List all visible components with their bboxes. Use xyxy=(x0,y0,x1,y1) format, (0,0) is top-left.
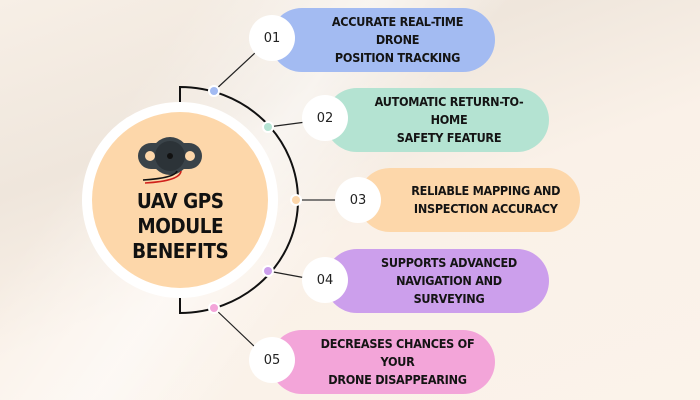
benefit-pill-05: DECREASES CHANCES OF YOUR DRONE DISAPPEA… xyxy=(270,330,495,394)
arc-dot-04 xyxy=(262,265,274,277)
arc-dot-03 xyxy=(290,194,302,206)
benefit-text-04: SUPPORTS ADVANCED NAVIGATION AND SURVEYI… xyxy=(381,255,517,306)
hub-circle: UAV GPS MODULE BENEFITS xyxy=(92,112,268,288)
benefit-number-02: 02 xyxy=(302,95,348,141)
connector-line-05 xyxy=(213,307,257,349)
benefit-number-05: 05 xyxy=(249,337,295,383)
benefit-text-02: AUTOMATIC RETURN-TO-HOME SAFETY FEATURE xyxy=(374,94,524,145)
benefit-number-04: 04 xyxy=(302,257,348,303)
benefit-pill-03: RELIABLE MAPPING AND INSPECTION ACCURACY xyxy=(358,168,580,232)
benefit-text-01: ACCURATE REAL-TIME DRONE POSITION TRACKI… xyxy=(331,14,464,65)
connector-line-04 xyxy=(267,270,307,279)
benefit-number-01: 01 xyxy=(249,15,295,61)
arc-dot-01 xyxy=(208,85,220,97)
hub-title: UAV GPS MODULE BENEFITS xyxy=(131,189,229,263)
benefit-text-05: DECREASES CHANCES OF YOUR DRONE DISAPPEA… xyxy=(320,336,475,387)
gps-module-icon xyxy=(138,137,202,184)
arc-dot-05 xyxy=(208,302,220,314)
arc-dot-02 xyxy=(262,121,274,133)
benefit-number-03: 03 xyxy=(335,177,381,223)
benefit-pill-01: ACCURATE REAL-TIME DRONE POSITION TRACKI… xyxy=(270,8,495,72)
benefit-text-03: RELIABLE MAPPING AND INSPECTION ACCURACY xyxy=(411,183,561,216)
benefit-pill-02: AUTOMATIC RETURN-TO-HOME SAFETY FEATURE xyxy=(325,88,549,152)
connector-line-02 xyxy=(267,121,307,128)
connector-line-01 xyxy=(213,51,257,92)
benefit-pill-04: SUPPORTS ADVANCED NAVIGATION AND SURVEYI… xyxy=(325,249,549,313)
